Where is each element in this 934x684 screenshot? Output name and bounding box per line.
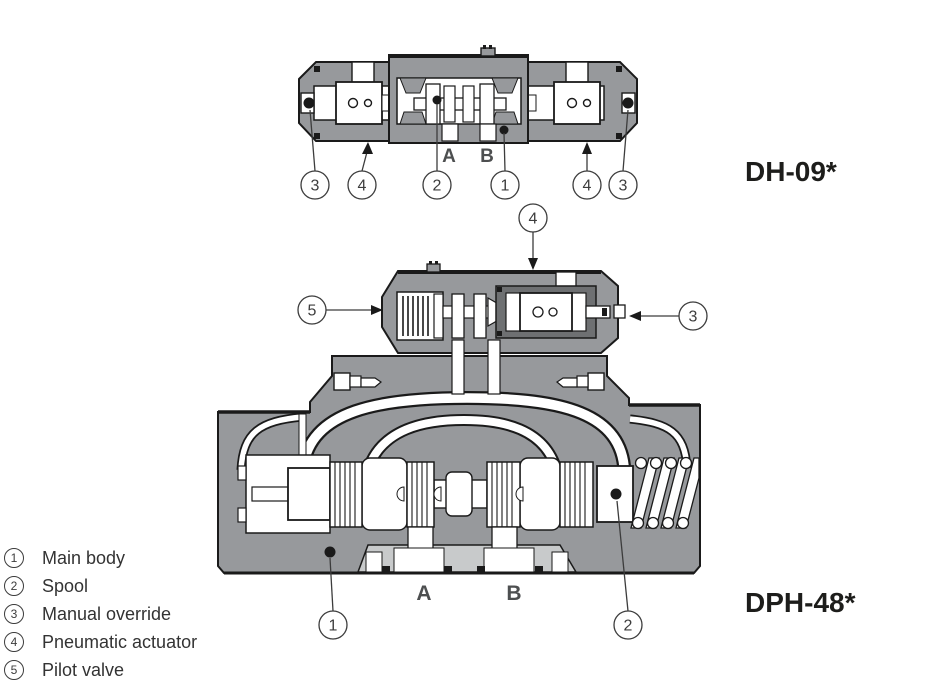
port-a-label-top: A: [442, 146, 456, 167]
dph-48-valve-drawing: 5 4 3 1 2 A B DPH-48*: [217, 203, 856, 640]
callout-number: 1: [329, 618, 338, 635]
callout-manual-override-top-left: 3: [300, 170, 330, 200]
fitting-right: [555, 372, 605, 391]
callout-pneumatic-actuator: 4: [518, 203, 548, 233]
callout-pneumatic-actuator-top-left: 4: [347, 170, 377, 200]
legend-item: 5 Pilot valve: [4, 656, 197, 684]
callout-number: 1: [501, 178, 510, 195]
callout-main-body: 1: [318, 610, 348, 640]
legend-item-number: 5: [4, 660, 24, 680]
port-a-label-bottom: A: [416, 582, 431, 605]
fitting-left: [333, 372, 383, 391]
valve-central-body-top: [388, 45, 529, 144]
legend-item-label: Main body: [42, 547, 126, 568]
callout-number: 4: [583, 178, 592, 195]
spool: [329, 457, 634, 531]
spool-dot: [610, 488, 622, 500]
model-label-dh09: DH-09*: [745, 156, 837, 187]
legend-item-number: 1: [4, 548, 24, 568]
legend-item-label: Spool: [42, 575, 89, 596]
legend-item: 2 Spool: [4, 572, 197, 600]
callout-number: 2: [433, 178, 442, 195]
callout-pilot-valve: 5: [297, 295, 327, 325]
callout-number: 4: [529, 211, 538, 228]
bleed-screw: [480, 47, 496, 57]
legend-item: 4 Pneumatic actuator: [4, 628, 197, 656]
callout-spool: 2: [613, 610, 643, 640]
port-area: [324, 526, 578, 573]
dh-09-valve-drawing: A B 3 4 2 1 4: [298, 45, 837, 200]
return-spring: [630, 456, 700, 530]
spool-top-dot: [432, 95, 442, 105]
callout-number: 5: [308, 303, 317, 320]
pilot-spring: [396, 291, 444, 341]
port-b-label-bottom: B: [506, 582, 521, 605]
callout-manual-override-top-right: 3: [608, 170, 638, 200]
legend-item-number: 2: [4, 576, 24, 596]
legend-item: 1 Main body: [4, 544, 197, 572]
manual-override-left-dot: [303, 97, 315, 109]
legend-item-label: Manual override: [42, 603, 172, 624]
legend-item-number: 4: [4, 632, 24, 652]
main-body-top-dot: [499, 125, 509, 135]
pilot-manual-override-pin: [585, 304, 626, 319]
callout-number: 3: [619, 178, 628, 195]
legend: 1 Main body 2 Spool 3 Manual override 4 …: [4, 544, 197, 684]
legend-item-label: Pneumatic actuator: [42, 631, 198, 652]
callout-number: 3: [311, 178, 320, 195]
legend-item-number: 3: [4, 604, 24, 624]
callout-number: 3: [689, 309, 698, 326]
pneumatic-actuator-left: [298, 61, 393, 142]
legend-item: 3 Manual override: [4, 600, 197, 628]
pneumatic-actuator-right: [525, 61, 638, 142]
port-b-label-top: B: [480, 146, 494, 167]
callout-pneumatic-actuator-top-right: 4: [572, 170, 602, 200]
left-end-chamber: [237, 454, 331, 534]
callout-main-body-top: 1: [490, 170, 520, 200]
callout-spool-top: 2: [422, 170, 452, 200]
pilot-actuator: [495, 285, 597, 339]
callout-manual-override: 3: [678, 301, 708, 331]
model-label-dph48: DPH-48*: [745, 587, 856, 618]
pilot-valve: [381, 261, 626, 395]
callout-number: 2: [624, 618, 633, 635]
legend-item-label: Pilot valve: [42, 659, 125, 680]
main-body-dot: [324, 546, 336, 558]
manual-override-right-dot: [622, 97, 634, 109]
callout-number: 4: [358, 178, 367, 195]
